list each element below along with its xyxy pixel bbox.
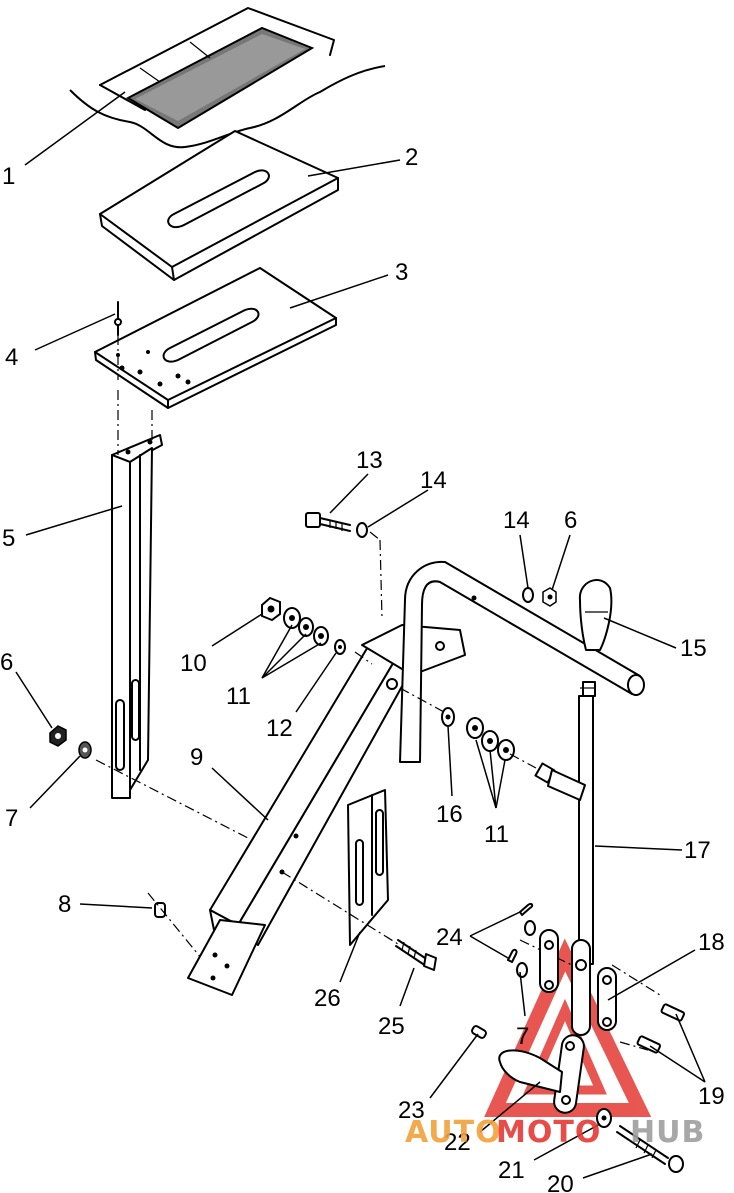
part-23-pin [471, 1025, 487, 1039]
callout-15: 15 [680, 635, 707, 662]
callout-14-top: 14 [420, 467, 447, 494]
part-11-washers-right [466, 717, 515, 761]
part-25-bolt [395, 939, 437, 971]
callout-23: 23 [398, 1097, 425, 1124]
callout-21: 21 [498, 1157, 525, 1184]
watermark-hub: HUB [630, 1115, 705, 1150]
part-19-pins [636, 1003, 686, 1054]
callout-6-left: 6 [0, 649, 13, 676]
watermark-text: AUTO MOTO HUB [405, 1115, 705, 1150]
callout-19: 19 [698, 1083, 725, 1110]
callout-17: 17 [684, 837, 711, 864]
part-15-lever-knob [578, 579, 613, 651]
callout-13: 13 [356, 447, 383, 474]
callout-2: 2 [405, 144, 418, 171]
callout-9: 9 [190, 744, 203, 771]
part-6-nut-right [542, 587, 557, 607]
part-17-lever-rod [578, 681, 596, 965]
callout-18: 18 [698, 929, 725, 956]
callout-1: 1 [2, 163, 15, 190]
part-11-washers-left [283, 607, 329, 646]
leader-lines [15, 91, 706, 1179]
part-3-pedal-plate [94, 267, 337, 409]
callout-24: 24 [436, 924, 463, 951]
callout-12: 12 [266, 715, 293, 742]
part-4-rivet [114, 301, 122, 380]
callout-20: 20 [547, 1171, 574, 1193]
callout-7-left: 7 [5, 805, 18, 832]
callout-26: 26 [314, 985, 341, 1012]
callout-numbers: 1 2 3 4 5 6 7 8 9 10 11 12 13 14 14 6 15… [0, 144, 725, 1193]
part-14-washer-top [356, 522, 383, 619]
callout-22: 22 [444, 1129, 471, 1156]
part-26-bracket-plate [347, 789, 389, 946]
part-6-nut-left [49, 725, 67, 747]
callout-11-left: 11 [226, 683, 251, 710]
u-tube-shaft [399, 560, 645, 763]
callout-25: 25 [378, 1013, 405, 1040]
callout-10: 10 [180, 650, 207, 677]
part-9-pedal-arm [187, 624, 466, 996]
callout-8: 8 [58, 891, 71, 918]
part-1-floor-panel [69, 7, 386, 149]
callout-16: 16 [436, 801, 463, 828]
part-5-vertical-bracket [111, 390, 163, 799]
callout-14-right: 14 [503, 507, 530, 534]
part-7-washer-left [78, 741, 92, 759]
part-2-pad [99, 130, 339, 281]
callout-7-right: 7 [516, 1023, 529, 1050]
part-13-bolt [305, 512, 351, 532]
part-14-washer-right [522, 587, 534, 603]
part-22-lower-link [498, 1034, 585, 1114]
part-20-bolt [616, 1125, 684, 1173]
part-10-nut [261, 596, 281, 622]
watermark-moto: MOTO [496, 1115, 601, 1150]
part-21-washer [596, 1108, 612, 1128]
assembly-axis-lines [95, 651, 661, 1051]
part-16-washer [441, 707, 455, 727]
part-12-washer [334, 639, 346, 655]
part-18-link-plates [539, 929, 617, 1036]
shaft-bushing [534, 762, 586, 801]
callout-11-right: 11 [484, 821, 509, 848]
callout-6-right: 6 [564, 507, 577, 534]
callout-4: 4 [5, 344, 18, 371]
watermark-auto: AUTO [405, 1115, 502, 1150]
callout-5: 5 [2, 525, 15, 552]
callout-3: 3 [395, 259, 408, 286]
part-24-cotter-pins [507, 902, 536, 978]
